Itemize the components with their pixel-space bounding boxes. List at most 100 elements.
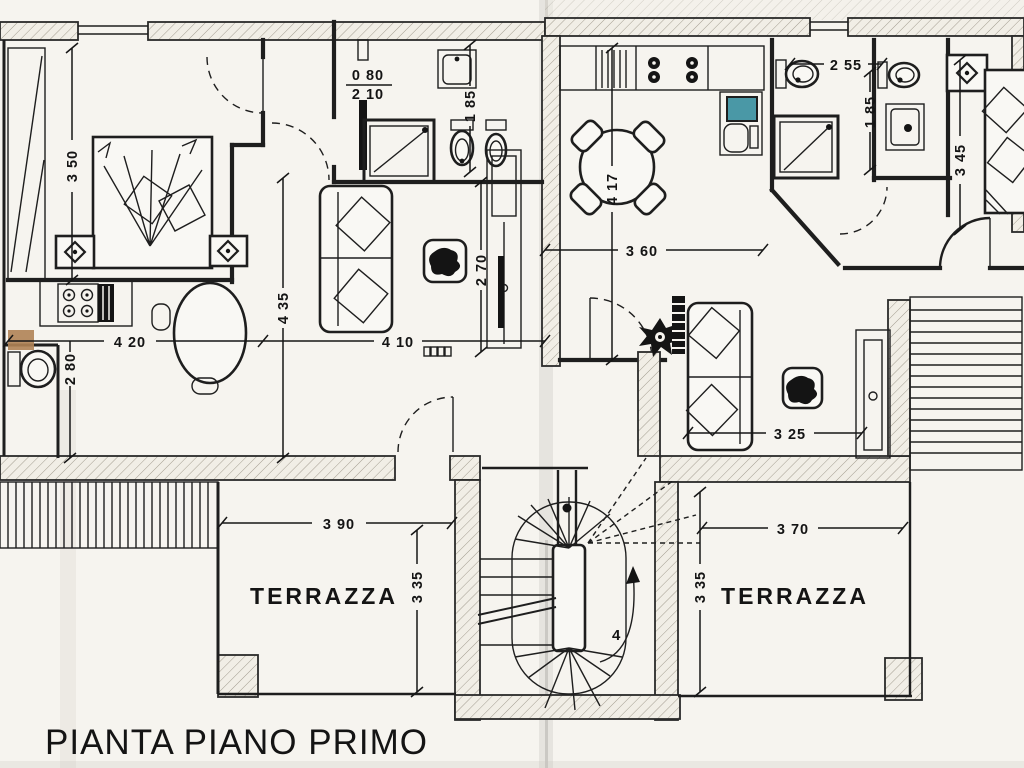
plant-pot bbox=[781, 366, 824, 410]
svg-text:2 55: 2 55 bbox=[830, 58, 862, 74]
right-apartment bbox=[557, 37, 1024, 471]
oven-icon bbox=[98, 284, 114, 322]
dim-closet-height: 2 70 bbox=[474, 176, 490, 358]
svg-text:1 85: 1 85 bbox=[463, 90, 479, 122]
dining-table-round bbox=[569, 119, 667, 216]
chair bbox=[633, 182, 667, 216]
svg-text:0 80: 0 80 bbox=[352, 68, 384, 84]
svg-text:4 17: 4 17 bbox=[605, 173, 621, 205]
kitchen-counter bbox=[39, 279, 133, 327]
dim-bath-left-depth: 1 85 bbox=[463, 39, 479, 178]
stair-upper-flight-dashed bbox=[587, 457, 700, 544]
svg-text:4 10: 4 10 bbox=[382, 335, 414, 351]
stair-balustrade bbox=[482, 466, 588, 545]
radiator-icon bbox=[423, 346, 452, 357]
svg-text:3 50: 3 50 bbox=[65, 150, 81, 182]
kitchen-sink bbox=[719, 91, 763, 156]
dim-living-right-width: 3 25 bbox=[682, 426, 868, 443]
svg-text:3 25: 3 25 bbox=[774, 427, 806, 443]
washbasin-icon bbox=[437, 49, 477, 89]
toilet-icon bbox=[7, 349, 57, 389]
dishwasher-icon bbox=[601, 50, 627, 88]
sofa bbox=[685, 301, 754, 452]
svg-text:3 90: 3 90 bbox=[323, 517, 355, 533]
living-room-right bbox=[639, 296, 891, 459]
dim-living-left-height: 4 35 bbox=[276, 172, 292, 464]
stairwell-wall-left bbox=[454, 479, 481, 721]
chair bbox=[569, 182, 603, 216]
double-bed bbox=[91, 135, 214, 270]
door-patch bbox=[8, 330, 34, 350]
washbasin-cabinet-icon bbox=[885, 103, 925, 151]
svg-text:1 85: 1 85 bbox=[863, 96, 879, 128]
svg-text:3 35: 3 35 bbox=[410, 571, 426, 603]
toilet-icon bbox=[877, 61, 921, 89]
terrace-right: TERRAZZA bbox=[678, 482, 912, 698]
door-swing-dining bbox=[589, 297, 653, 361]
stairwell-wall-bottom bbox=[454, 694, 681, 720]
window-icon bbox=[78, 21, 848, 35]
svg-text:2 80: 2 80 bbox=[63, 353, 79, 385]
exterior-walls bbox=[0, 17, 1024, 721]
chair bbox=[570, 119, 604, 153]
sofa bbox=[318, 184, 394, 334]
shower-icon bbox=[772, 114, 840, 180]
stair-direction-arrow: 4 bbox=[599, 566, 640, 663]
door-swing-bedroom bbox=[206, 56, 264, 114]
dining-table-oval bbox=[151, 281, 248, 395]
stair-flight-number: 4 bbox=[612, 627, 621, 644]
dim-terrace-right-height: 3 35 bbox=[693, 486, 709, 698]
hall-closet bbox=[486, 149, 522, 349]
party-wall bbox=[541, 35, 561, 367]
plant-icon bbox=[639, 318, 682, 357]
nightstand bbox=[945, 53, 989, 93]
dim-kitchen-left-width: 4 20 bbox=[2, 334, 269, 351]
left-apartment bbox=[4, 19, 545, 458]
nightstand-right bbox=[208, 234, 249, 268]
dim-terrace-left-height: 3 35 bbox=[410, 524, 426, 698]
door-swing-bedroom bbox=[938, 216, 991, 269]
dim-terrace-right-width: 3 70 bbox=[696, 521, 909, 538]
terrace-right-label: TERRAZZA bbox=[721, 583, 869, 609]
stair-winders-bottom bbox=[514, 647, 623, 711]
balcony-railing bbox=[0, 481, 219, 549]
bedroom-right bbox=[842, 37, 1024, 271]
svg-text:3 45: 3 45 bbox=[953, 144, 969, 176]
dim-kitchen-left-height: 2 80 bbox=[63, 341, 79, 464]
dim-bath-right-width: 2 55 bbox=[784, 57, 888, 74]
radiator-icon bbox=[672, 296, 685, 354]
scan-streak bbox=[60, 390, 76, 768]
page-title: PIANTA PIANO PRIMO bbox=[45, 723, 428, 762]
pergola bbox=[909, 296, 1023, 471]
dim-terrace-left-width: 3 90 bbox=[216, 516, 458, 533]
stairwell-wall-right bbox=[654, 481, 679, 721]
door-swing-hall bbox=[271, 122, 330, 181]
toilet-icon bbox=[449, 119, 475, 167]
svg-text:2 10: 2 10 bbox=[352, 87, 384, 103]
toilet-icon bbox=[775, 59, 820, 89]
dim-dining-right-height: 4 17 bbox=[605, 42, 621, 366]
svg-text:3 35: 3 35 bbox=[693, 571, 709, 603]
stove-icon bbox=[648, 57, 698, 83]
chair bbox=[151, 303, 171, 331]
dim-dining-right-width: 3 60 bbox=[539, 243, 769, 260]
shower-icon bbox=[362, 118, 436, 184]
svg-text:2 70: 2 70 bbox=[474, 254, 490, 286]
door-swing-terrace bbox=[397, 396, 454, 453]
dimension-annotations: 3 50 4 20 4 10 2 80 4 35 bbox=[2, 39, 969, 698]
dim-bedroom-left-height: 3 50 bbox=[65, 42, 81, 286]
terrace-left-label: TERRAZZA bbox=[250, 583, 398, 609]
double-bed bbox=[981, 68, 1024, 215]
svg-text:3 70: 3 70 bbox=[777, 522, 809, 538]
stair-treads bbox=[477, 558, 557, 646]
wc-room bbox=[4, 330, 60, 458]
bathroom-right-2 bbox=[871, 61, 953, 181]
svg-text:4 35: 4 35 bbox=[276, 292, 292, 324]
stair-newel bbox=[551, 543, 587, 653]
sink-basin-accent bbox=[726, 96, 758, 122]
svg-text:4 20: 4 20 bbox=[114, 335, 146, 351]
terrace-pillar-right bbox=[884, 657, 923, 701]
sideboard bbox=[855, 329, 891, 459]
